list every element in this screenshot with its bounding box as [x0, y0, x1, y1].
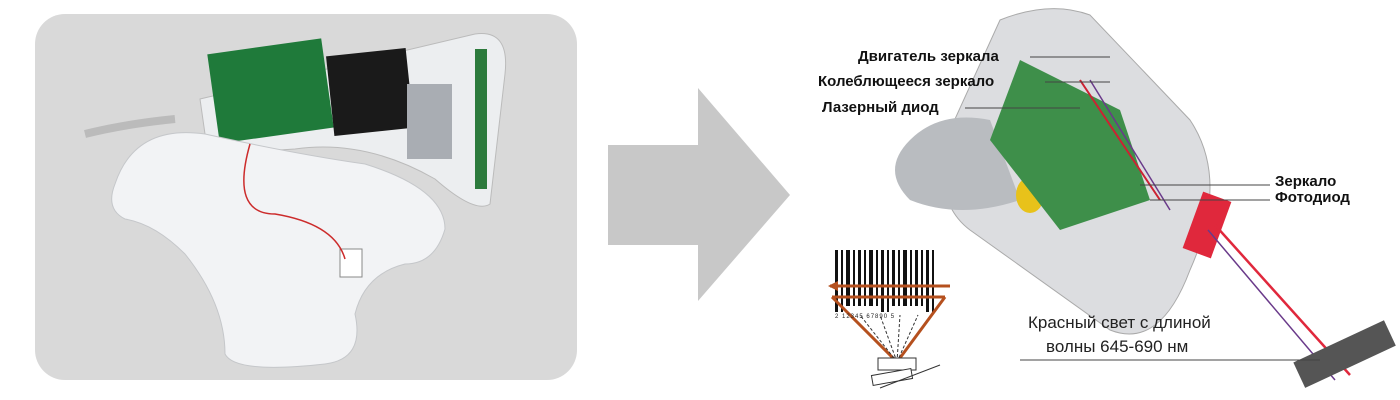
laser-scanner-diagram: 2 12345 67890 5 Двигатель зеркала Колебл… [790, 0, 1400, 400]
scanner-cutaway-illustration [828, 8, 1396, 389]
label-laser-diode: Лазерный диод [822, 99, 939, 116]
scanner-photo-illustration [84, 33, 507, 368]
label-photodiode: Фотодиод [1275, 189, 1350, 206]
barcode-digits: 2 12345 67890 5 [835, 314, 896, 320]
right-arrow-icon [608, 88, 790, 301]
label-mirror: Зеркало [1275, 173, 1337, 190]
label-oscillating-mirror: Колеблющееся зеркало [818, 73, 995, 90]
barcode-illustration [828, 250, 950, 389]
label-mirror-motor: Двигатель зеркала [858, 48, 999, 65]
disassembled-scanner-photo [35, 14, 577, 380]
label-red-light-line2: волны 645-690 нм [1046, 337, 1189, 356]
label-red-light-line1: Красный свет с длиной [1028, 313, 1211, 332]
